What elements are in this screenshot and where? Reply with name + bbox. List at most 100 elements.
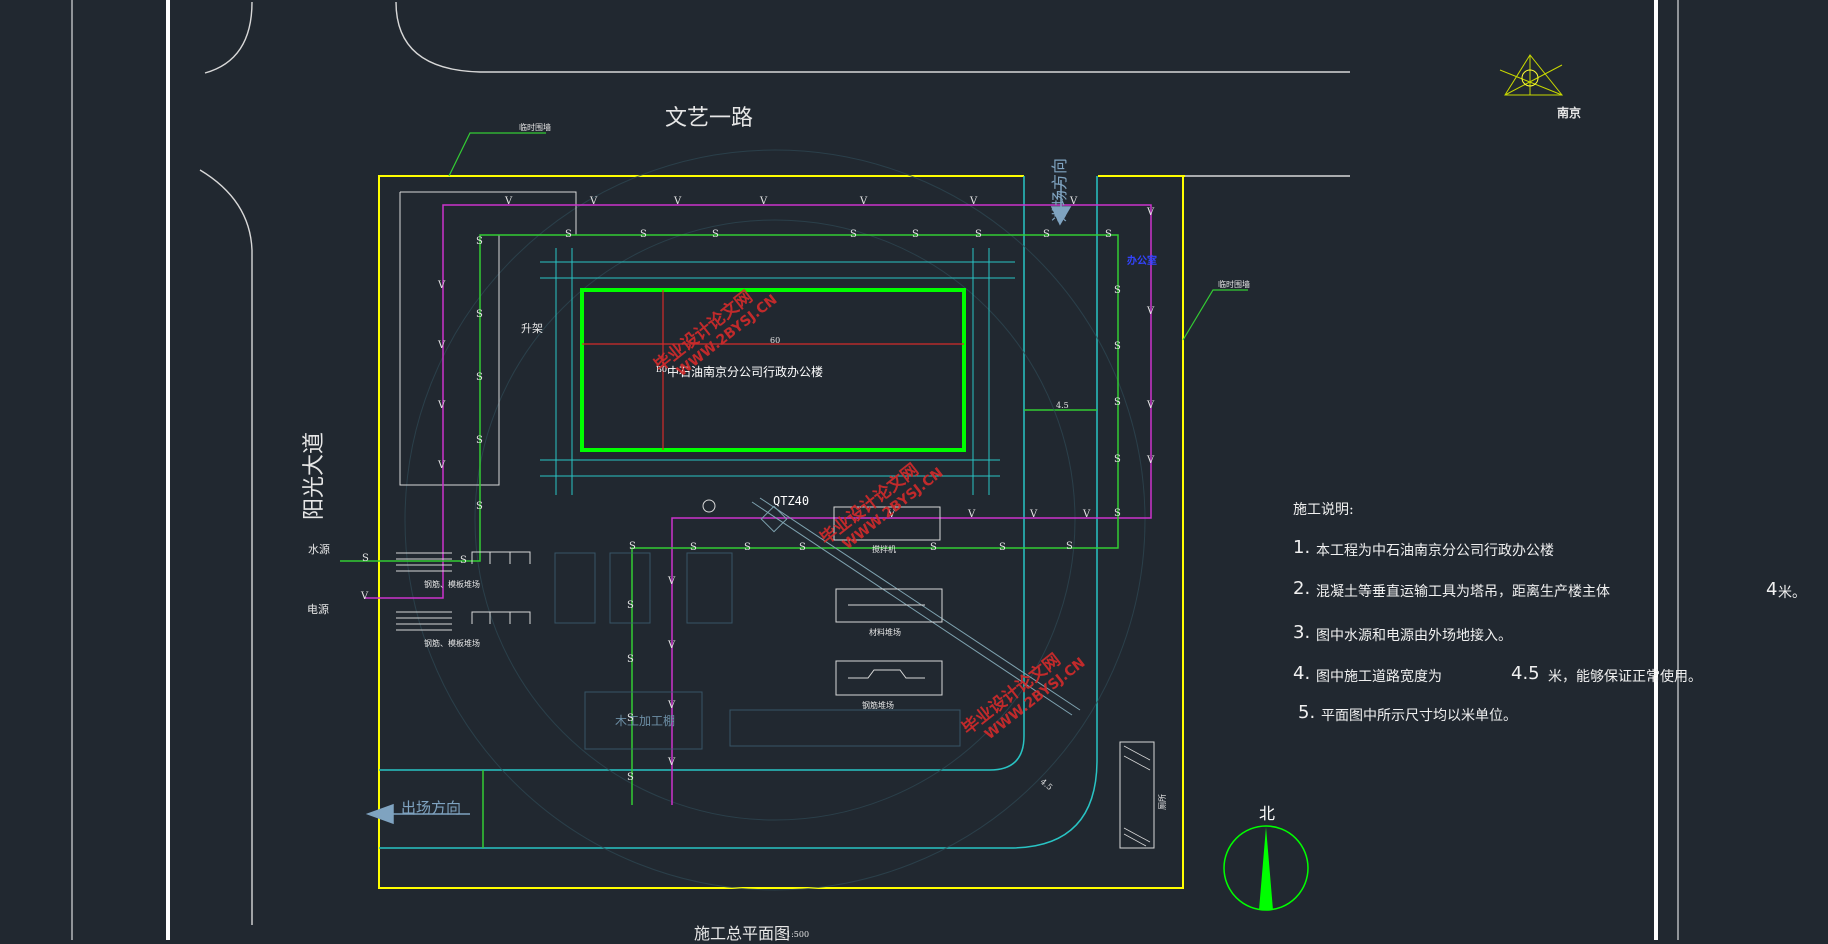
wood-shed-label: 木工加工棚 (615, 714, 676, 728)
scaffold-lines (540, 248, 1015, 495)
s-marker: S (690, 542, 697, 553)
v-marker: V (438, 460, 446, 471)
road-width-1: 4.5 (1056, 401, 1069, 410)
v-marker: V (361, 591, 369, 602)
v-marker: V (1147, 400, 1155, 411)
water-line (340, 234, 1119, 848)
main-building (580, 288, 966, 452)
north-arrow (1223, 825, 1309, 911)
s-marker: S (744, 542, 751, 553)
v-marker: V (1070, 196, 1078, 207)
s-marker: S (975, 229, 982, 240)
faint-storage-areas (554, 552, 961, 750)
v-marker: V (668, 700, 676, 711)
s-marker: S (1114, 397, 1121, 408)
v-marker: V (668, 576, 676, 587)
construction-road (379, 176, 1098, 849)
note-4-tail: 米，能够保证正常使用。 (1548, 669, 1702, 685)
faint-crane-radius (404, 149, 1146, 891)
temp-fence-right: 临时围墙 (1218, 280, 1250, 289)
s-marker: S (627, 600, 634, 611)
building-dimension-lines (582, 290, 964, 450)
s-marker: S (912, 229, 919, 240)
s-marker: S (627, 713, 634, 724)
direction-arrows (365, 180, 1072, 825)
s-marker: S (1114, 454, 1121, 465)
s-marker: S (712, 229, 719, 240)
s-marker: S (640, 229, 647, 240)
note-4-text: 图中施工道路宽度为 (1316, 669, 1442, 685)
rebar-shed-1: 钢筋、模板堆场 (424, 580, 480, 589)
s-marker: S (476, 435, 483, 446)
store-2-label: 钢筋堆场 (862, 701, 894, 710)
v-marker: V (888, 509, 896, 520)
drawing-title: 施工总平面图 (694, 924, 791, 943)
note-2-unit: 米。 (1778, 585, 1806, 601)
s-marker: S (476, 372, 483, 383)
v-marker: V (438, 340, 446, 351)
rebar-racks (396, 551, 531, 631)
s-marker: S (1114, 508, 1121, 519)
s-marker: S (460, 555, 467, 566)
toilet-label: 厕所 (1158, 794, 1167, 810)
compass-rose (1499, 54, 1564, 96)
v-marker: V (1147, 207, 1155, 218)
v-marker: V (674, 196, 682, 207)
hoist-label: 升架 (521, 322, 543, 335)
note-5-no: 5. (1298, 702, 1316, 723)
s-marker: S (930, 542, 937, 553)
v-marker: V (438, 280, 446, 291)
power-source: 电源 (307, 603, 329, 616)
crane-label: QTZ40 (773, 494, 810, 508)
note-2-text: 混凝土等垂直运输工具为塔吊，距离生产楼主体 (1316, 584, 1610, 600)
entrance-label: 进场方向 (1050, 157, 1069, 222)
v-marker: V (668, 640, 676, 651)
site-boundary (378, 175, 1185, 889)
v-marker: V (760, 196, 768, 207)
v-marker: V (1147, 306, 1155, 317)
v-marker: V (1083, 509, 1091, 520)
north-label: 北 (1259, 804, 1276, 823)
s-marker: S (1105, 229, 1112, 240)
storage-block (399, 191, 577, 486)
fence-leaders (448, 132, 1248, 341)
s-marker: S (627, 772, 634, 783)
s-marker: S (999, 542, 1006, 553)
exit-label: 出场方向 (401, 799, 462, 817)
s-marker: S (1114, 285, 1121, 296)
rebar-shed-2: 钢筋、模板堆场 (424, 639, 480, 648)
road-name-north: 文艺一路 (665, 106, 754, 131)
drawing-scale: 1:500 (786, 930, 810, 939)
note-1-no: 1. (1293, 537, 1311, 558)
note-3-no: 3. (1293, 622, 1311, 643)
s-marker: S (1114, 341, 1121, 352)
power-line (364, 204, 1152, 805)
note-2-value: 4 (1766, 579, 1778, 600)
v-marker: V (968, 509, 976, 520)
s-marker: S (362, 553, 369, 564)
note-2-no: 2. (1293, 578, 1311, 599)
frame-lines (71, 0, 1679, 940)
s-marker: S (799, 542, 806, 553)
tower-crane (702, 497, 1081, 716)
notes-heading: 施工说明: (1293, 502, 1354, 518)
s-marker: S (627, 654, 634, 665)
v-marker: V (668, 757, 676, 768)
s-marker: S (1066, 541, 1073, 552)
s-marker: S (476, 309, 483, 320)
note-4-value: 4.5 (1511, 663, 1540, 684)
store-1-label: 材料堆场 (869, 628, 901, 637)
note-4-no: 4. (1293, 663, 1311, 684)
s-marker: S (629, 541, 636, 552)
v-marker: V (1030, 509, 1038, 520)
s-marker: S (565, 229, 572, 240)
v-marker: V (970, 196, 978, 207)
toilet-hatch (1123, 745, 1151, 847)
compass-city: 南京 (1557, 106, 1582, 120)
v-marker: V (860, 196, 868, 207)
note-3-text: 图中水源和电源由外场地接入。 (1316, 628, 1512, 644)
s-marker: S (476, 501, 483, 512)
temp-fence-top: 临时围墙 (519, 123, 551, 132)
building-name: 中石油南京分公司行政办公楼 (667, 365, 824, 379)
